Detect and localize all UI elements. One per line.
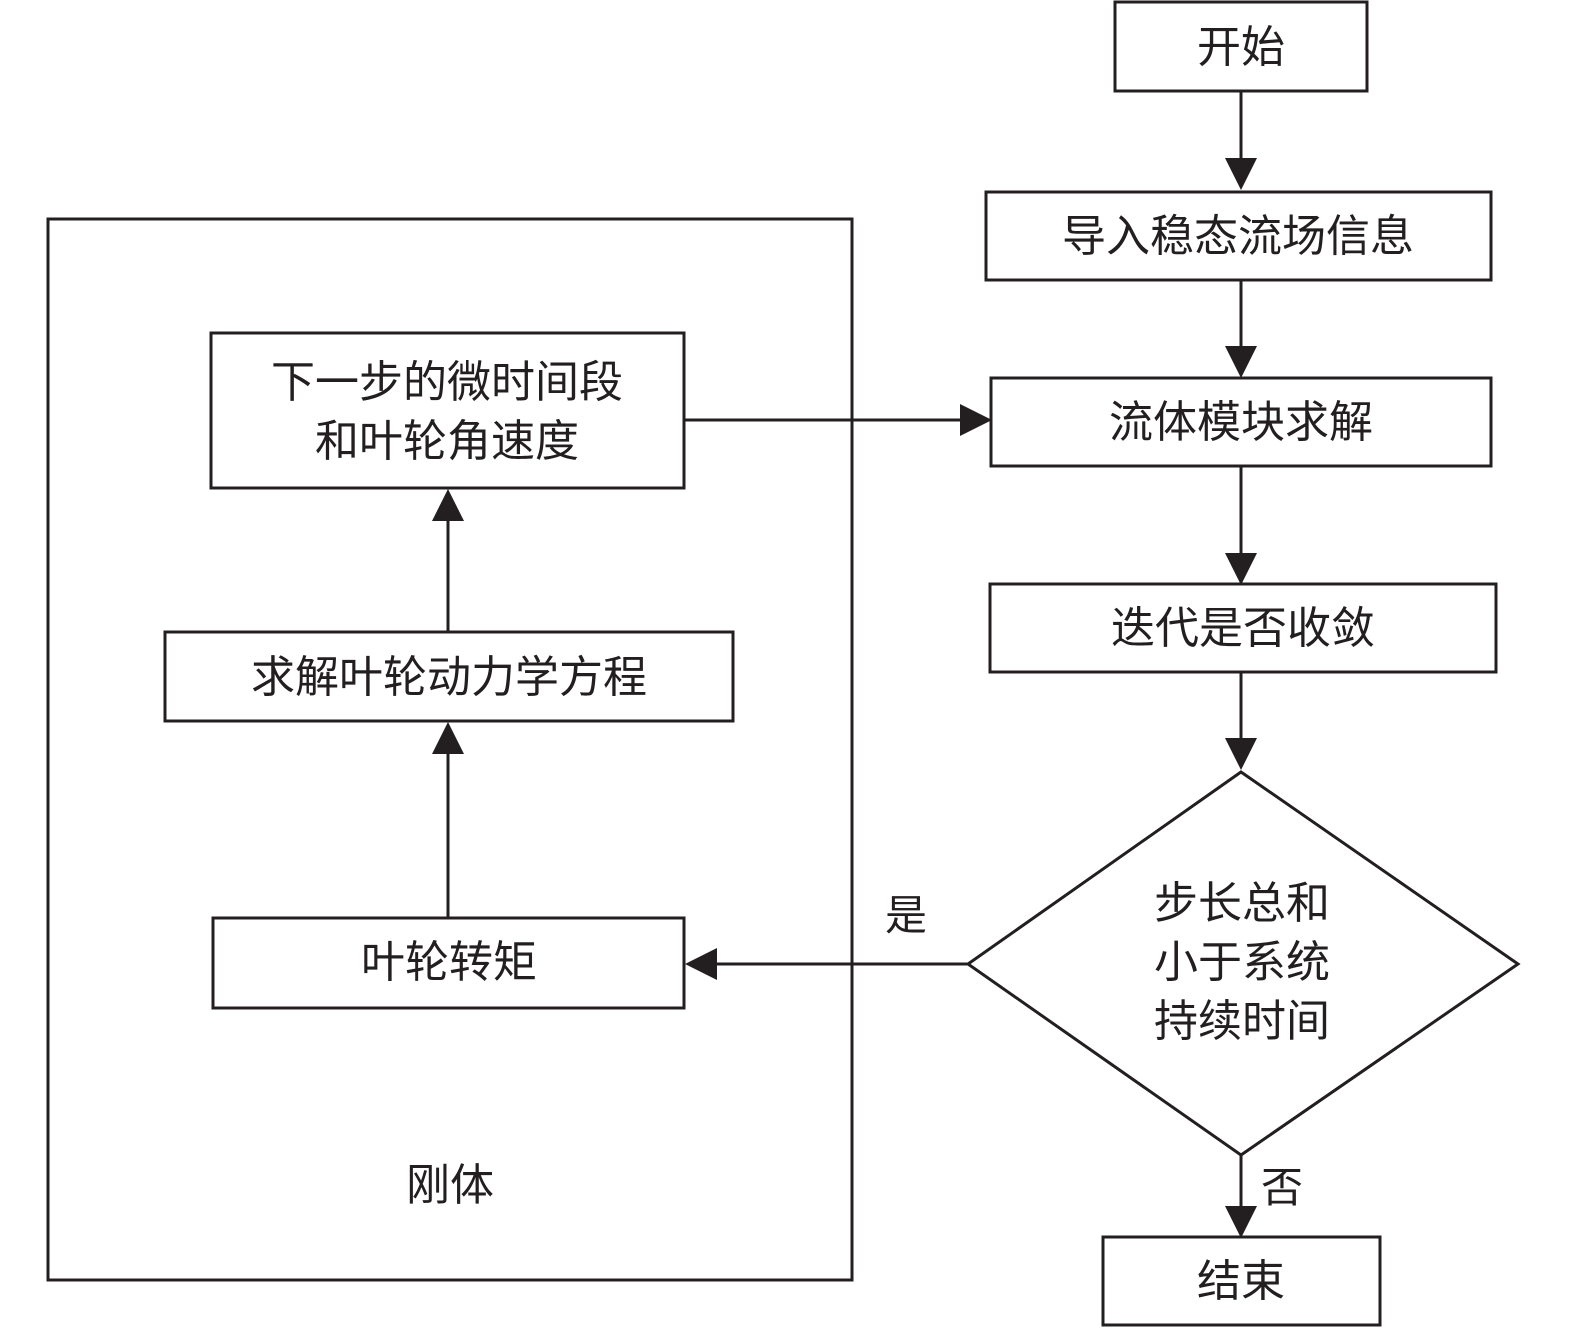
arrowhead-down-icon — [1225, 1206, 1257, 1238]
node-fluid-solve — [989, 376, 1493, 468]
node-fluid-solve-label: 流体模块求解 — [1109, 397, 1373, 448]
node-next-step-line-2: 和叶轮角速度 — [315, 416, 579, 467]
arrowhead-right-icon — [960, 404, 992, 436]
arrowhead-down-icon — [1225, 738, 1257, 770]
node-start-label: 开始 — [1197, 22, 1285, 73]
node-dynamics — [163, 630, 735, 723]
arrowhead-up-icon — [432, 489, 464, 521]
node-torque — [211, 916, 686, 1010]
rigid-body-group — [46, 217, 854, 1282]
arrowhead-down-icon — [1225, 553, 1257, 585]
node-decision-line-3: 持续时间 — [1154, 996, 1330, 1047]
node-converge — [988, 582, 1498, 674]
node-decision-line-2: 小于系统 — [1154, 937, 1330, 988]
node-start — [1113, 0, 1369, 93]
node-next-step — [209, 331, 686, 490]
node-converge-label: 迭代是否收敛 — [1111, 603, 1375, 654]
node-import-label: 导入稳态流场信息 — [1062, 211, 1414, 262]
edge-label-no: 否 — [1261, 1163, 1303, 1212]
arrowhead-up-icon — [432, 722, 464, 754]
arrowhead-down-icon — [1225, 158, 1257, 190]
node-torque-label: 叶轮转矩 — [361, 937, 537, 988]
rigid-body-label: 刚体 — [406, 1160, 494, 1211]
arrowhead-down-icon — [1225, 346, 1257, 378]
node-import — [984, 190, 1493, 282]
node-dynamics-label: 求解叶轮动力学方程 — [251, 652, 647, 703]
node-end — [1101, 1235, 1382, 1327]
node-decision — [965, 770, 1521, 1157]
node-next-step-line-1: 下一步的微时间段 — [271, 357, 623, 408]
edge-label-yes: 是 — [885, 891, 927, 940]
node-decision-line-1: 步长总和 — [1154, 878, 1330, 929]
arrowhead-left-icon — [685, 948, 717, 980]
node-end-label: 结束 — [1197, 1256, 1285, 1307]
